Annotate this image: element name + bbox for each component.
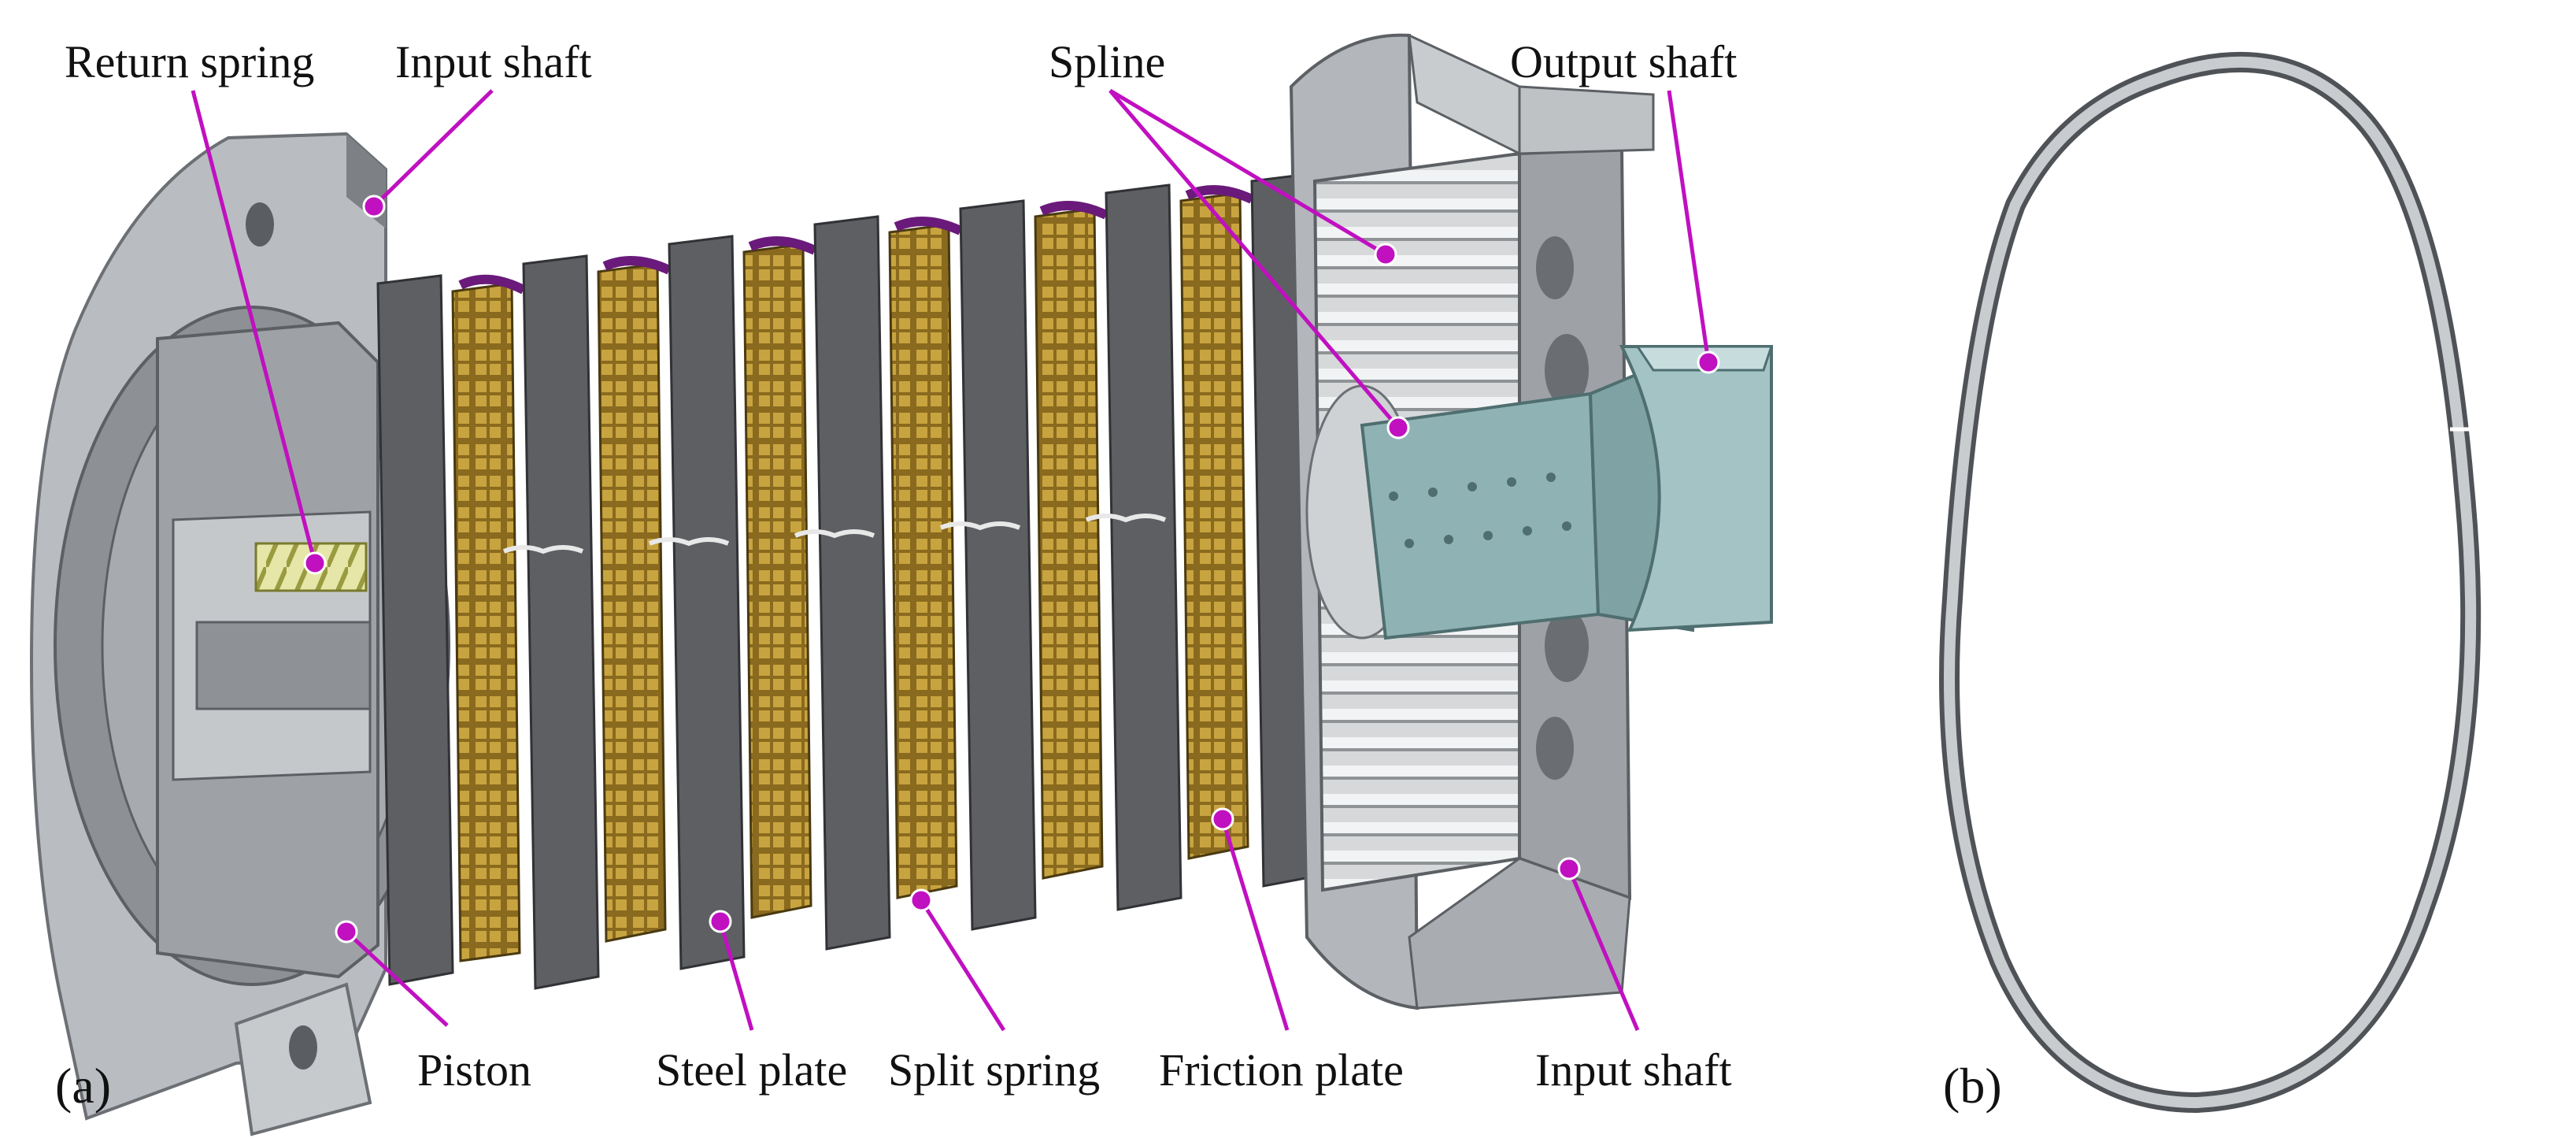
leader-input-shaft-bottom xyxy=(1567,868,1640,1031)
steel-plate-1 xyxy=(376,274,454,986)
friction-plate-1 xyxy=(451,274,526,962)
leader-spline-1 xyxy=(1108,88,1387,257)
label-return-spring: Return spring xyxy=(65,36,314,87)
steel-plate-6 xyxy=(1105,184,1183,911)
piston-housing xyxy=(29,132,450,1136)
dot-input-shaft-top xyxy=(362,195,386,218)
friction-plate-4 xyxy=(888,217,963,899)
leader-output-shaft xyxy=(1667,90,1711,363)
leader-spline-2 xyxy=(1108,89,1400,429)
label-split-spring: Split spring xyxy=(888,1044,1100,1096)
friction-plate-6 xyxy=(1179,185,1254,860)
steel-plate-2 xyxy=(522,254,600,990)
dot-steel-plate xyxy=(709,910,732,933)
friction-plate-2 xyxy=(597,256,672,943)
dot-spline-1 xyxy=(1374,243,1397,266)
output-shaft xyxy=(1360,345,1774,640)
leader-lines xyxy=(191,88,1720,1032)
input-shaft-drum xyxy=(1289,33,1655,1010)
label-piston: Piston xyxy=(417,1044,531,1096)
clutch-pack xyxy=(376,172,1328,990)
leader-return-spring xyxy=(191,90,317,564)
panel-label-b: (b) xyxy=(1943,1058,2002,1114)
dot-friction-plate xyxy=(1211,807,1234,831)
dot-split-spring xyxy=(909,888,933,912)
dot-spline-2 xyxy=(1386,416,1410,439)
label-friction-plate: Friction plate xyxy=(1159,1044,1404,1096)
dot-input-shaft-bottom xyxy=(1557,857,1581,881)
dot-return-spring xyxy=(303,551,327,575)
leader-steel-plate xyxy=(718,921,754,1031)
label-steel-plate: Steel plate xyxy=(656,1044,847,1096)
leader-split-spring xyxy=(919,899,1006,1032)
clutch-assembly: Return spring Input shaft Spline Output … xyxy=(29,33,1774,1136)
leader-piston xyxy=(345,930,449,1027)
panel-label-a: (a) xyxy=(55,1058,111,1114)
dot-output-shaft xyxy=(1697,350,1720,374)
leader-friction-plate xyxy=(1220,818,1290,1031)
leader-input-shaft-top xyxy=(372,89,494,208)
friction-plate-3 xyxy=(742,236,817,919)
label-input-shaft-top: Input shaft xyxy=(395,36,592,87)
label-output-shaft: Output shaft xyxy=(1510,36,1737,87)
split-spring-ring: (b) xyxy=(1939,51,2482,1114)
steel-plate-5 xyxy=(959,199,1037,931)
steel-plate-4 xyxy=(813,215,891,951)
dot-piston xyxy=(335,920,358,944)
label-spline: Spline xyxy=(1049,36,1165,87)
friction-plate-5 xyxy=(1034,201,1108,880)
steel-plate-3 xyxy=(668,235,746,970)
label-input-shaft-bottom: Input shaft xyxy=(1535,1044,1732,1096)
